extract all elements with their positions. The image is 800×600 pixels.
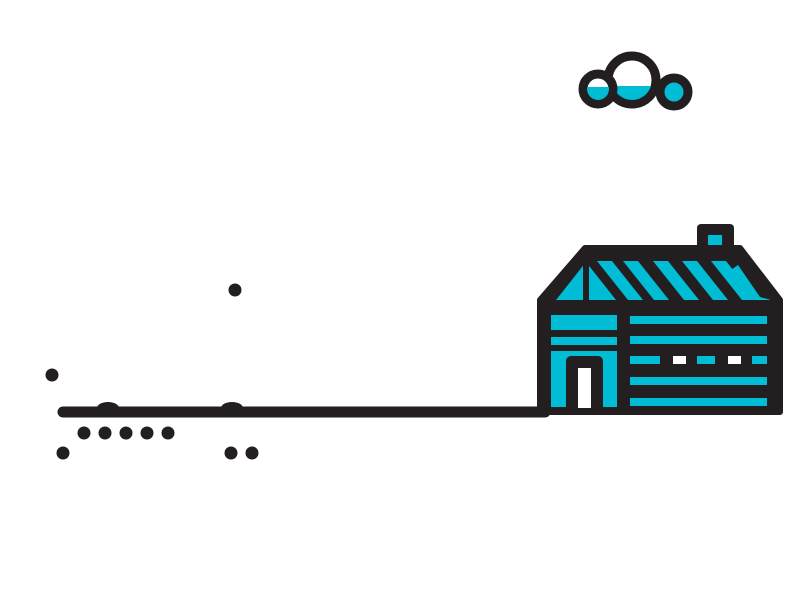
roof-slats — [597, 261, 771, 300]
dot — [45, 368, 59, 382]
ground-line — [57, 402, 551, 418]
dot — [56, 446, 70, 460]
dots — [45, 283, 259, 460]
window — [728, 356, 741, 364]
dot — [228, 283, 242, 297]
dot — [245, 446, 259, 460]
dot — [119, 426, 133, 440]
dot — [77, 426, 91, 440]
wall-stripes — [630, 316, 767, 406]
window — [673, 356, 686, 364]
dot — [224, 446, 238, 460]
dot — [161, 426, 175, 440]
dot — [98, 426, 112, 440]
house-icon — [537, 224, 783, 415]
dot — [140, 426, 154, 440]
cloud-icon — [578, 51, 693, 111]
